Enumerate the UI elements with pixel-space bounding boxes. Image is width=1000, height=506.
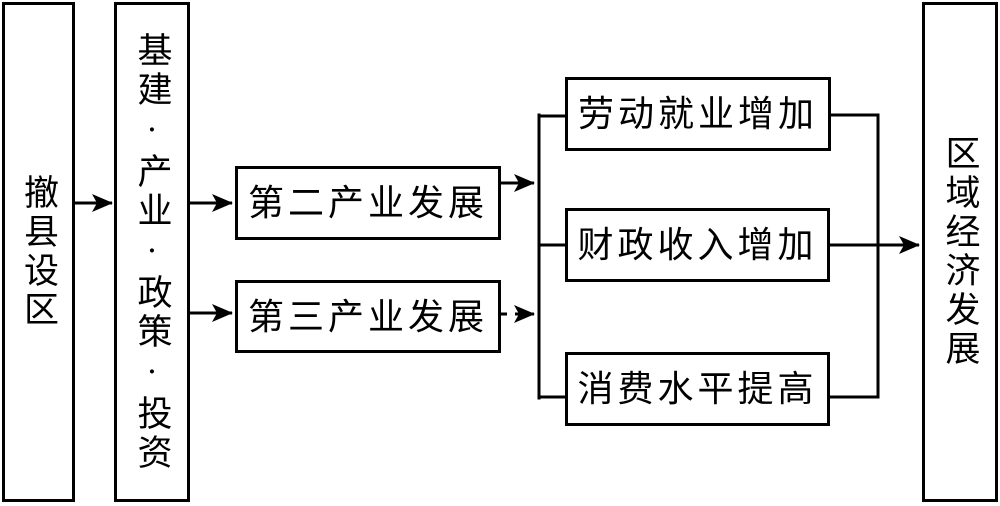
node-regional-label: 区域经济发展 bbox=[940, 135, 980, 369]
node-drivers-label: 基建·产业·政策·投资 bbox=[132, 31, 172, 473]
node-consumption-label: 消费水平提高 bbox=[577, 369, 818, 409]
node-fiscal-label: 财政收入增加 bbox=[577, 225, 818, 265]
node-tertiary-industry-development: 第三产业发展 bbox=[235, 280, 501, 353]
node-secondary-industry-development: 第二产业发展 bbox=[235, 166, 501, 240]
node-employment-label: 劳动就业增加 bbox=[577, 94, 818, 134]
node-drivers-infrastructure-industry-policy-investment: 基建·产业·政策·投资 bbox=[114, 2, 190, 502]
node-secondary-label: 第二产业发展 bbox=[247, 183, 488, 223]
node-consumption-level-increase: 消费水平提高 bbox=[565, 352, 830, 426]
node-tertiary-label: 第三产业发展 bbox=[247, 296, 488, 337]
node-source-county-to-district: 撤县设区 bbox=[2, 2, 75, 502]
node-regional-economic-development: 区域经济发展 bbox=[922, 2, 998, 502]
node-fiscal-revenue-increase: 财政收入增加 bbox=[565, 208, 830, 282]
node-source-label: 撤县设区 bbox=[19, 174, 58, 330]
node-employment-increase: 劳动就业增加 bbox=[565, 77, 831, 151]
